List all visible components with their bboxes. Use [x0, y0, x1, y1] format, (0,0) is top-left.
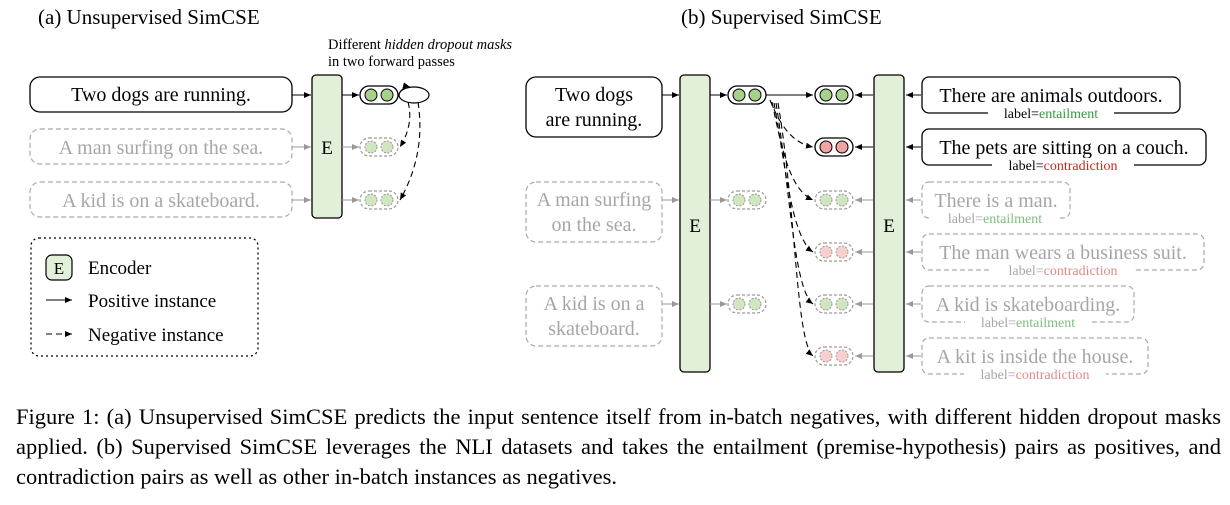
- legend-positive-label: Positive instance: [88, 291, 216, 312]
- output-label-1: label=entailment: [988, 106, 1114, 122]
- embedding-b-right-6: [814, 346, 854, 366]
- svg-text:label=contradiction: label=contradiction: [981, 368, 1090, 383]
- svg-text:A man surfing: A man surfing: [537, 189, 651, 211]
- encoder-a: E: [311, 74, 343, 219]
- legend-encoder-label: Encoder: [88, 258, 152, 279]
- sentence-box-a2: A man surfing on the sea.: [29, 128, 293, 165]
- svg-text:E: E: [54, 259, 64, 278]
- output-box-3: There is a man.: [921, 181, 1071, 219]
- svg-text:label=entailment: label=entailment: [948, 212, 1042, 227]
- figure-caption: Figure 1: (a) Unsupervised SimCSE predic…: [16, 404, 1221, 489]
- svg-text:A kid is on a: A kid is on a: [543, 293, 644, 315]
- svg-text:A kit is inside the house.: A kit is inside the house.: [937, 346, 1134, 368]
- svg-text:on the sea.: on the sea.: [552, 214, 637, 236]
- svg-text:E: E: [883, 216, 895, 237]
- panel-b-title: (b) Supervised SimCSE: [681, 5, 882, 29]
- embedding-b-right-5: [814, 294, 854, 314]
- simcse-diagram: (a) Unsupervised SimCSE Different hidden…: [29, 5, 1207, 383]
- output-label-2: label=contradiction: [992, 158, 1134, 174]
- output-label-6: label=contradiction: [964, 367, 1106, 383]
- output-label-5: label=entailment: [965, 315, 1091, 331]
- embedding-b-right-4: [814, 242, 854, 262]
- output-box-4: The man wears a business suit.: [921, 233, 1205, 271]
- output-box-5: A kid is skateboarding.: [921, 285, 1135, 323]
- embedding-b-left-2: [727, 190, 767, 210]
- encoder-b-left: E: [679, 74, 711, 373]
- embedding-a1: [359, 85, 399, 105]
- svg-text:A kid is skateboarding.: A kid is skateboarding.: [936, 294, 1120, 316]
- legend: E Encoder Positive instance Negative ins…: [30, 237, 259, 357]
- panel-a-title: (a) Unsupervised SimCSE: [38, 5, 260, 29]
- svg-text:There is a man.: There is a man.: [934, 190, 1057, 212]
- embedding-a3: [359, 190, 399, 210]
- embedding-b-right-2: [814, 137, 854, 157]
- output-label-4: label=contradiction: [992, 263, 1134, 279]
- input-box-b1: Two dogs are running.: [525, 76, 663, 138]
- svg-text:E: E: [689, 216, 701, 237]
- svg-text:Two dogs: Two dogs: [555, 84, 633, 106]
- svg-text:label=contradiction: label=contradiction: [1009, 264, 1118, 279]
- svg-text:label=entailment: label=entailment: [1004, 107, 1098, 122]
- input-box-b2: A man surfing on the sea.: [525, 181, 663, 243]
- svg-text:A man surfing on the sea.: A man surfing on the sea.: [59, 137, 263, 159]
- embedding-a1-dropout: [398, 86, 430, 104]
- output-box-2: The pets are sitting on a couch.: [921, 128, 1207, 166]
- svg-text:There are animals outdoors.: There are animals outdoors.: [939, 85, 1162, 107]
- svg-text:The man wears a business suit.: The man wears a business suit.: [939, 242, 1187, 264]
- input-box-b3: A kid is on a skateboard.: [525, 285, 663, 347]
- embedding-b-left-3: [727, 294, 767, 314]
- output-label-3: label=entailment: [932, 211, 1058, 227]
- svg-text:The pets are sitting on a couc: The pets are sitting on a couch.: [939, 137, 1188, 159]
- output-box-1: There are animals outdoors.: [921, 76, 1181, 114]
- dropout-annotation-line2: in two forward passes: [328, 54, 455, 70]
- svg-text:label=contradiction: label=contradiction: [1009, 159, 1118, 174]
- svg-text:are running.: are running.: [546, 109, 643, 131]
- dropout-annotation: Different hidden dropout masks: [328, 37, 512, 53]
- output-box-6: A kit is inside the house.: [921, 337, 1149, 375]
- legend-encoder-swatch: [45, 254, 73, 281]
- embedding-b-right-3: [814, 190, 854, 210]
- encoder-b-right: E: [873, 74, 905, 373]
- sentence-box-a3: A kid is on a skateboard.: [29, 181, 293, 218]
- embedding-a2: [359, 137, 399, 157]
- svg-text:skateboard.: skateboard.: [548, 318, 640, 340]
- legend-negative-label: Negative instance: [88, 325, 224, 346]
- embedding-b-right-1: [814, 85, 854, 105]
- svg-text:Two dogs are running.: Two dogs are running.: [71, 84, 251, 106]
- svg-text:E: E: [321, 138, 333, 159]
- sentence-box-a1: Two dogs are running.: [29, 76, 293, 113]
- svg-text:A kid is on a skateboard.: A kid is on a skateboard.: [62, 190, 260, 212]
- embedding-b-left-1: [727, 85, 767, 105]
- svg-text:label=entailment: label=entailment: [981, 316, 1075, 331]
